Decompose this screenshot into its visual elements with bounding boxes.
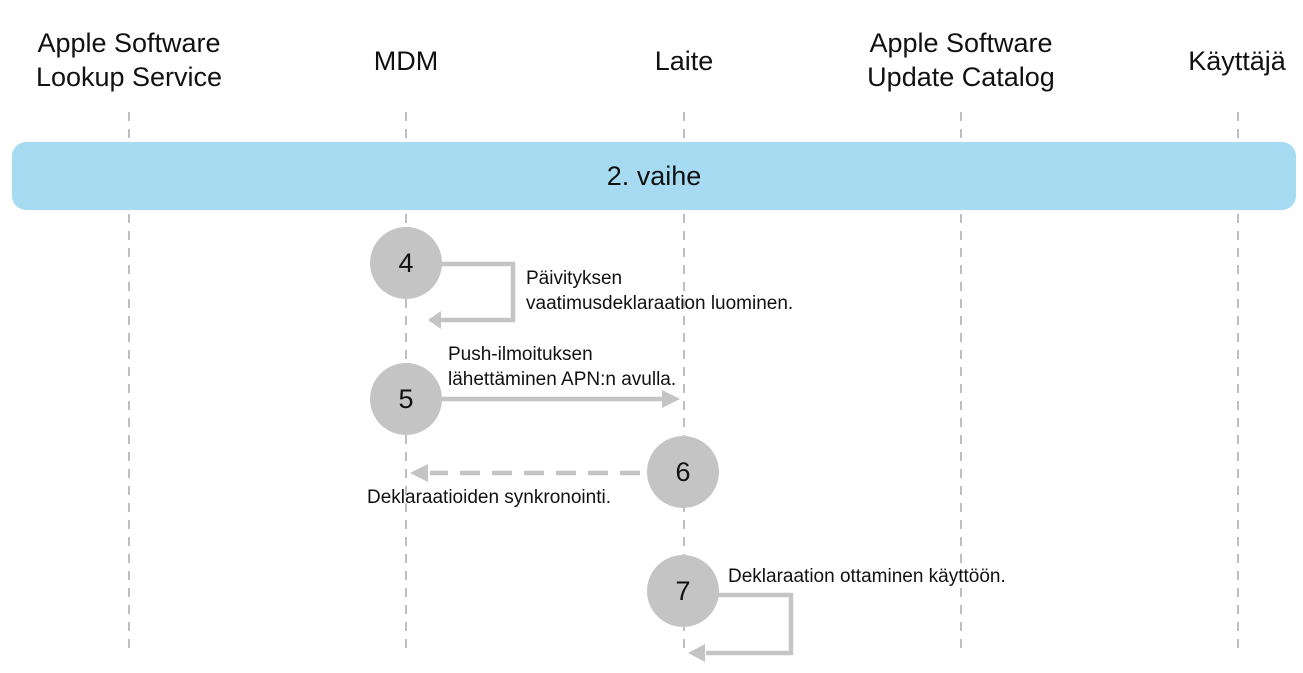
lane-title-mdm: MDM — [374, 44, 438, 78]
arrow-step-5 — [440, 390, 680, 408]
lane-title-line: MDM — [373, 46, 439, 76]
lane-title-line: Update Catalog — [867, 62, 1055, 92]
arrow-step-7 — [688, 592, 794, 662]
step-4-line-1: Päivityksen — [526, 268, 623, 289]
step-4-description: Päivityksen vaatimusdeklaraation luomine… — [526, 266, 793, 316]
arrow-step-6 — [410, 464, 640, 482]
lane-title-device: Laite — [655, 44, 714, 78]
lane-title-line: Lookup Service — [35, 62, 223, 92]
lane-title-update-catalog: Apple Software Update Catalog — [867, 26, 1055, 94]
step-4-line-2: vaatimusdeklaraation luominen. — [526, 293, 794, 314]
phase-bar: 2. vaihe — [12, 142, 1296, 210]
lane-title-line: Apple Software — [869, 28, 1053, 58]
step-5-line-2: lähettäminen APN:n avulla. — [448, 369, 677, 390]
lane-title-user: Käyttäjä — [1188, 44, 1286, 78]
step-7-circle: 7 — [647, 555, 719, 627]
step-5-circle: 5 — [370, 363, 442, 435]
step-4-circle: 4 — [370, 227, 442, 299]
step-6-description: Deklaraatioiden synkronointi. — [367, 485, 611, 510]
arrow-step-4 — [428, 261, 516, 329]
step-6-circle: 6 — [647, 436, 719, 508]
lane-title-line: Laite — [654, 46, 714, 76]
lane-title-line: Käyttäjä — [1188, 46, 1286, 76]
step-6-line-1: Deklaraatioiden synkronointi. — [367, 487, 611, 508]
lane-title-lookup-service: Apple Software Lookup Service — [36, 26, 222, 94]
step-5-description: Push-ilmoituksen lähettäminen APN:n avul… — [448, 342, 676, 392]
step-5-line-1: Push-ilmoituksen — [448, 344, 593, 365]
step-7-description: Deklaraation ottaminen käyttöön. — [728, 564, 1006, 589]
phase-label: 2. vaihe — [606, 160, 702, 191]
step-7-line-1: Deklaraation ottaminen käyttöön. — [728, 566, 1006, 587]
lane-title-line: Apple Software — [37, 28, 221, 58]
